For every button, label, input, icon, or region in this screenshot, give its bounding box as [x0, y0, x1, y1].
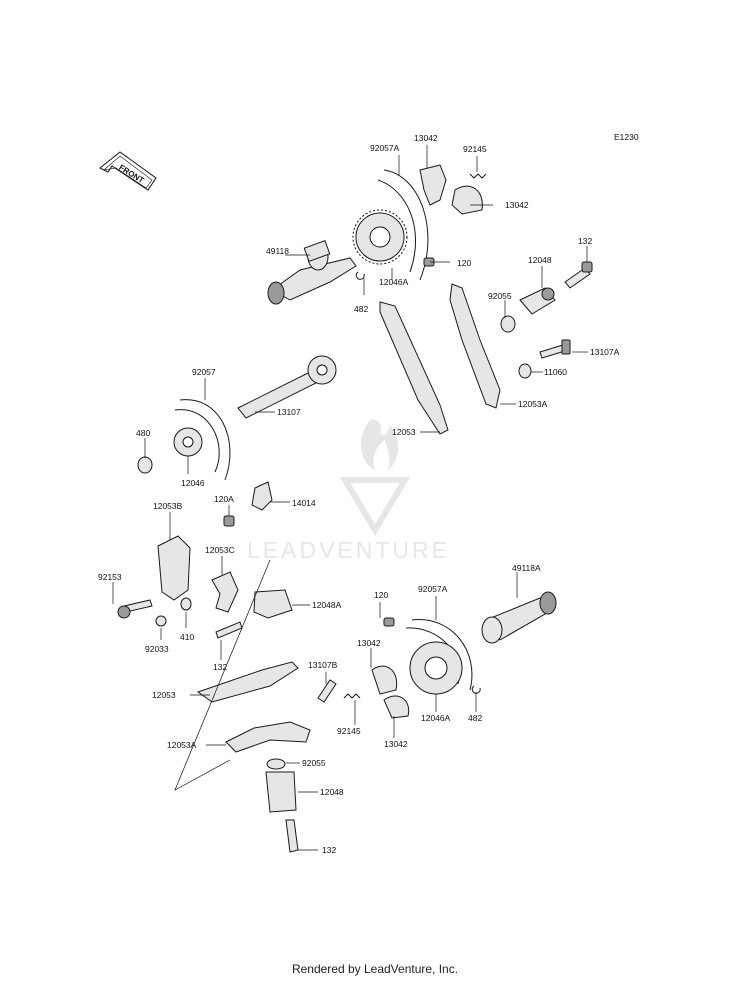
- label-12048-lower: 12048: [320, 787, 344, 797]
- spring-92145-upper: [469, 173, 487, 179]
- bolt-132-mid: [215, 621, 243, 639]
- label-13107: 13107: [277, 407, 301, 417]
- label-92057A-upper: 92057A: [370, 143, 400, 153]
- bolt-120-lower: [383, 617, 395, 627]
- footer-credit: Rendered by LeadVenture, Inc.: [291, 962, 459, 976]
- bolt-132-lower: [285, 819, 299, 853]
- label-92145-lower: 92145: [337, 726, 361, 736]
- label-132-upper: 132: [578, 236, 592, 246]
- label-13042-mid: 13042: [505, 200, 529, 210]
- diagram-code: E1230: [614, 132, 639, 142]
- leader-lines: [112, 145, 588, 851]
- guide-12053C: [211, 571, 239, 613]
- decompressor-13042-upper: [419, 164, 483, 215]
- bolt-120A: [223, 515, 235, 527]
- bolt-13107A: [539, 339, 571, 359]
- label-12046A-upper: 12046A: [379, 277, 409, 287]
- label-13042-upper: 13042: [414, 133, 438, 143]
- label-12053C: 12053C: [205, 545, 235, 555]
- front-direction-icon: FRONT: [99, 151, 157, 191]
- oring-92033: [155, 615, 167, 627]
- label-92055-upper: 92055: [488, 291, 512, 301]
- washer-11060: [518, 363, 532, 379]
- part-labels: 92057A 13042 92145 13042 49118 120 12046…: [98, 133, 620, 855]
- label-12046: 12046: [181, 478, 205, 488]
- label-92057: 92057: [192, 367, 216, 377]
- label-12053B: 12053B: [153, 501, 183, 511]
- label-120-lower: 120: [374, 590, 388, 600]
- label-11060: 11060: [544, 367, 567, 377]
- bolt-13107B: [317, 679, 337, 703]
- tensioner-12048A: [253, 589, 293, 619]
- label-12048A: 12048A: [312, 600, 342, 610]
- label-13107B: 13107B: [308, 660, 338, 670]
- label-13042-lower-1: 13042: [357, 638, 381, 648]
- label-12046A-lower: 12046A: [421, 713, 451, 723]
- bolt-132-upper: [564, 261, 593, 289]
- tensioner-12048-upper: [519, 287, 556, 315]
- ring-480: [137, 456, 153, 474]
- watermark-text: LEADVENTURE: [247, 537, 450, 563]
- camshaft-49118: [267, 240, 357, 305]
- label-132-lower: 132: [322, 845, 336, 855]
- label-92055-lower: 92055: [302, 758, 326, 768]
- tensioner-12048-lower: [265, 771, 297, 813]
- label-92057A-lower: 92057A: [418, 584, 448, 594]
- decompressor-13042-lower: [371, 665, 410, 719]
- plate-14014: [251, 481, 273, 511]
- label-13042-lower-2: 13042: [384, 739, 408, 749]
- chain-guide-12053-lower: [196, 661, 299, 703]
- spring-92145-lower: [343, 693, 361, 699]
- label-120A: 120A: [214, 494, 234, 504]
- circlip-482-upper: [355, 271, 365, 280]
- label-92033: 92033: [145, 644, 169, 654]
- label-12053A-lower: 12053A: [167, 740, 197, 750]
- label-132-mid: 132: [213, 662, 227, 672]
- label-14014: 14014: [292, 498, 316, 508]
- cam-sprocket-12046A-upper: [352, 209, 408, 265]
- oring-92055-lower: [266, 758, 286, 770]
- label-120-upper: 120: [457, 258, 471, 268]
- label-92153: 92153: [98, 572, 122, 582]
- shaft-13107: [237, 355, 337, 419]
- washer-410: [180, 597, 192, 611]
- guide-12053B: [157, 535, 191, 601]
- label-12053-lower: 12053: [152, 690, 176, 700]
- label-410: 410: [180, 632, 194, 642]
- tensioner-guide-12053A-upper: [449, 283, 501, 409]
- label-480: 480: [136, 428, 150, 438]
- label-49118: 49118: [266, 246, 289, 256]
- label-12048-upper: 12048: [528, 255, 552, 265]
- camshaft-49118A: [481, 591, 557, 644]
- leadventure-watermark: LEADVENTURE: [247, 419, 450, 563]
- bolt-92153: [117, 599, 153, 619]
- label-92145-upper: 92145: [463, 144, 487, 154]
- label-482-upper: 482: [354, 304, 368, 314]
- label-13107A: 13107A: [590, 347, 620, 357]
- circlip-482-lower: [471, 685, 481, 694]
- label-12053A-upper: 12053A: [518, 399, 548, 409]
- cam-sprocket-12046A-lower: [409, 641, 463, 695]
- label-12053-upper: 12053: [392, 427, 416, 437]
- label-482-lower: 482: [468, 713, 482, 723]
- chain-92057: [174, 399, 231, 481]
- sprocket-12046: [173, 427, 203, 457]
- label-49118A: 49118A: [512, 563, 541, 573]
- tensioner-guide-12053A-lower: [225, 721, 311, 753]
- oring-92055-upper: [500, 315, 516, 333]
- chain-guide-12053-upper: [379, 301, 449, 435]
